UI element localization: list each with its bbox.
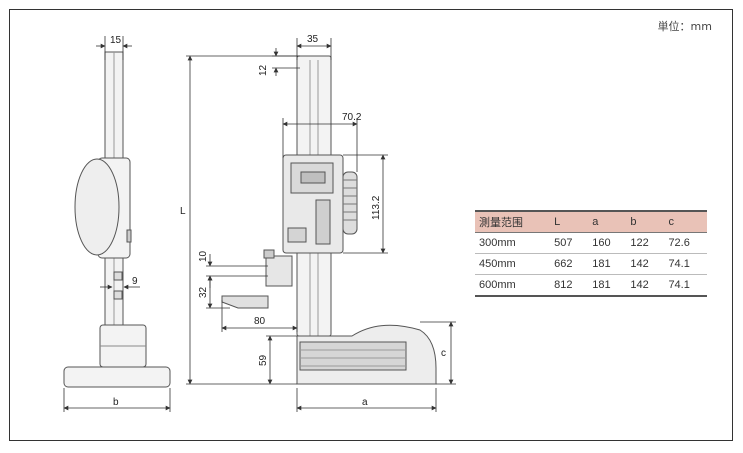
dim-label-L: L — [180, 206, 186, 217]
dim-head-height: 113.2 — [371, 195, 382, 220]
table-cell: 181 — [588, 253, 627, 275]
dim-label-a: a — [362, 397, 368, 408]
table-cell: 812 — [550, 274, 589, 297]
table-row: 450mm 662 181 142 74.1 — [475, 253, 707, 275]
dim-jaw-height: 32 — [198, 286, 209, 298]
unit-label: 単位：mm — [657, 20, 712, 33]
table-cell: 300mm — [475, 232, 551, 254]
table-cell: 142 — [626, 253, 665, 275]
table-header-row: 測量范围 L a b c — [475, 210, 707, 233]
table-header: L — [550, 210, 589, 233]
table-cell: 74.1 — [664, 274, 707, 297]
table-header: b — [626, 210, 665, 233]
table-cell: 142 — [626, 274, 665, 297]
table-cell: 72.6 — [664, 232, 707, 254]
dim-top-width: 35 — [307, 34, 319, 45]
table-header: 測量范围 — [475, 210, 551, 233]
table-cell: 122 — [626, 232, 665, 254]
front-view — [221, 55, 437, 385]
table-header: c — [664, 210, 707, 233]
table-row: 600mm 812 181 142 74.1 — [475, 274, 707, 297]
table-cell: 662 — [550, 253, 589, 275]
dim-jaw-reach: 80 — [254, 316, 266, 327]
dim-label-b: b — [113, 397, 119, 408]
spec-table: 測量范围 L a b c 300mm 507 160 122 72.6 450m… — [475, 210, 707, 297]
dim-base-height: 59 — [258, 354, 269, 366]
side-view — [63, 51, 171, 388]
dim-head-width: 70.2 — [342, 112, 362, 123]
table-cell: 74.1 — [664, 253, 707, 275]
dim-side-width: 15 — [110, 35, 122, 46]
table-header: a — [588, 210, 627, 233]
table-cell: 160 — [588, 232, 627, 254]
table-cell: 181 — [588, 274, 627, 297]
table-cell: 507 — [550, 232, 589, 254]
dim-label-c: c — [441, 348, 446, 359]
table-cell: 600mm — [475, 274, 551, 297]
dim-scribe-thickness: 9 — [132, 276, 138, 287]
table-cell: 450mm — [475, 253, 551, 275]
table-row: 300mm 507 160 122 72.6 — [475, 232, 707, 254]
dim-top-offset: 12 — [258, 64, 269, 76]
dim-jaw-gap: 10 — [198, 250, 209, 262]
